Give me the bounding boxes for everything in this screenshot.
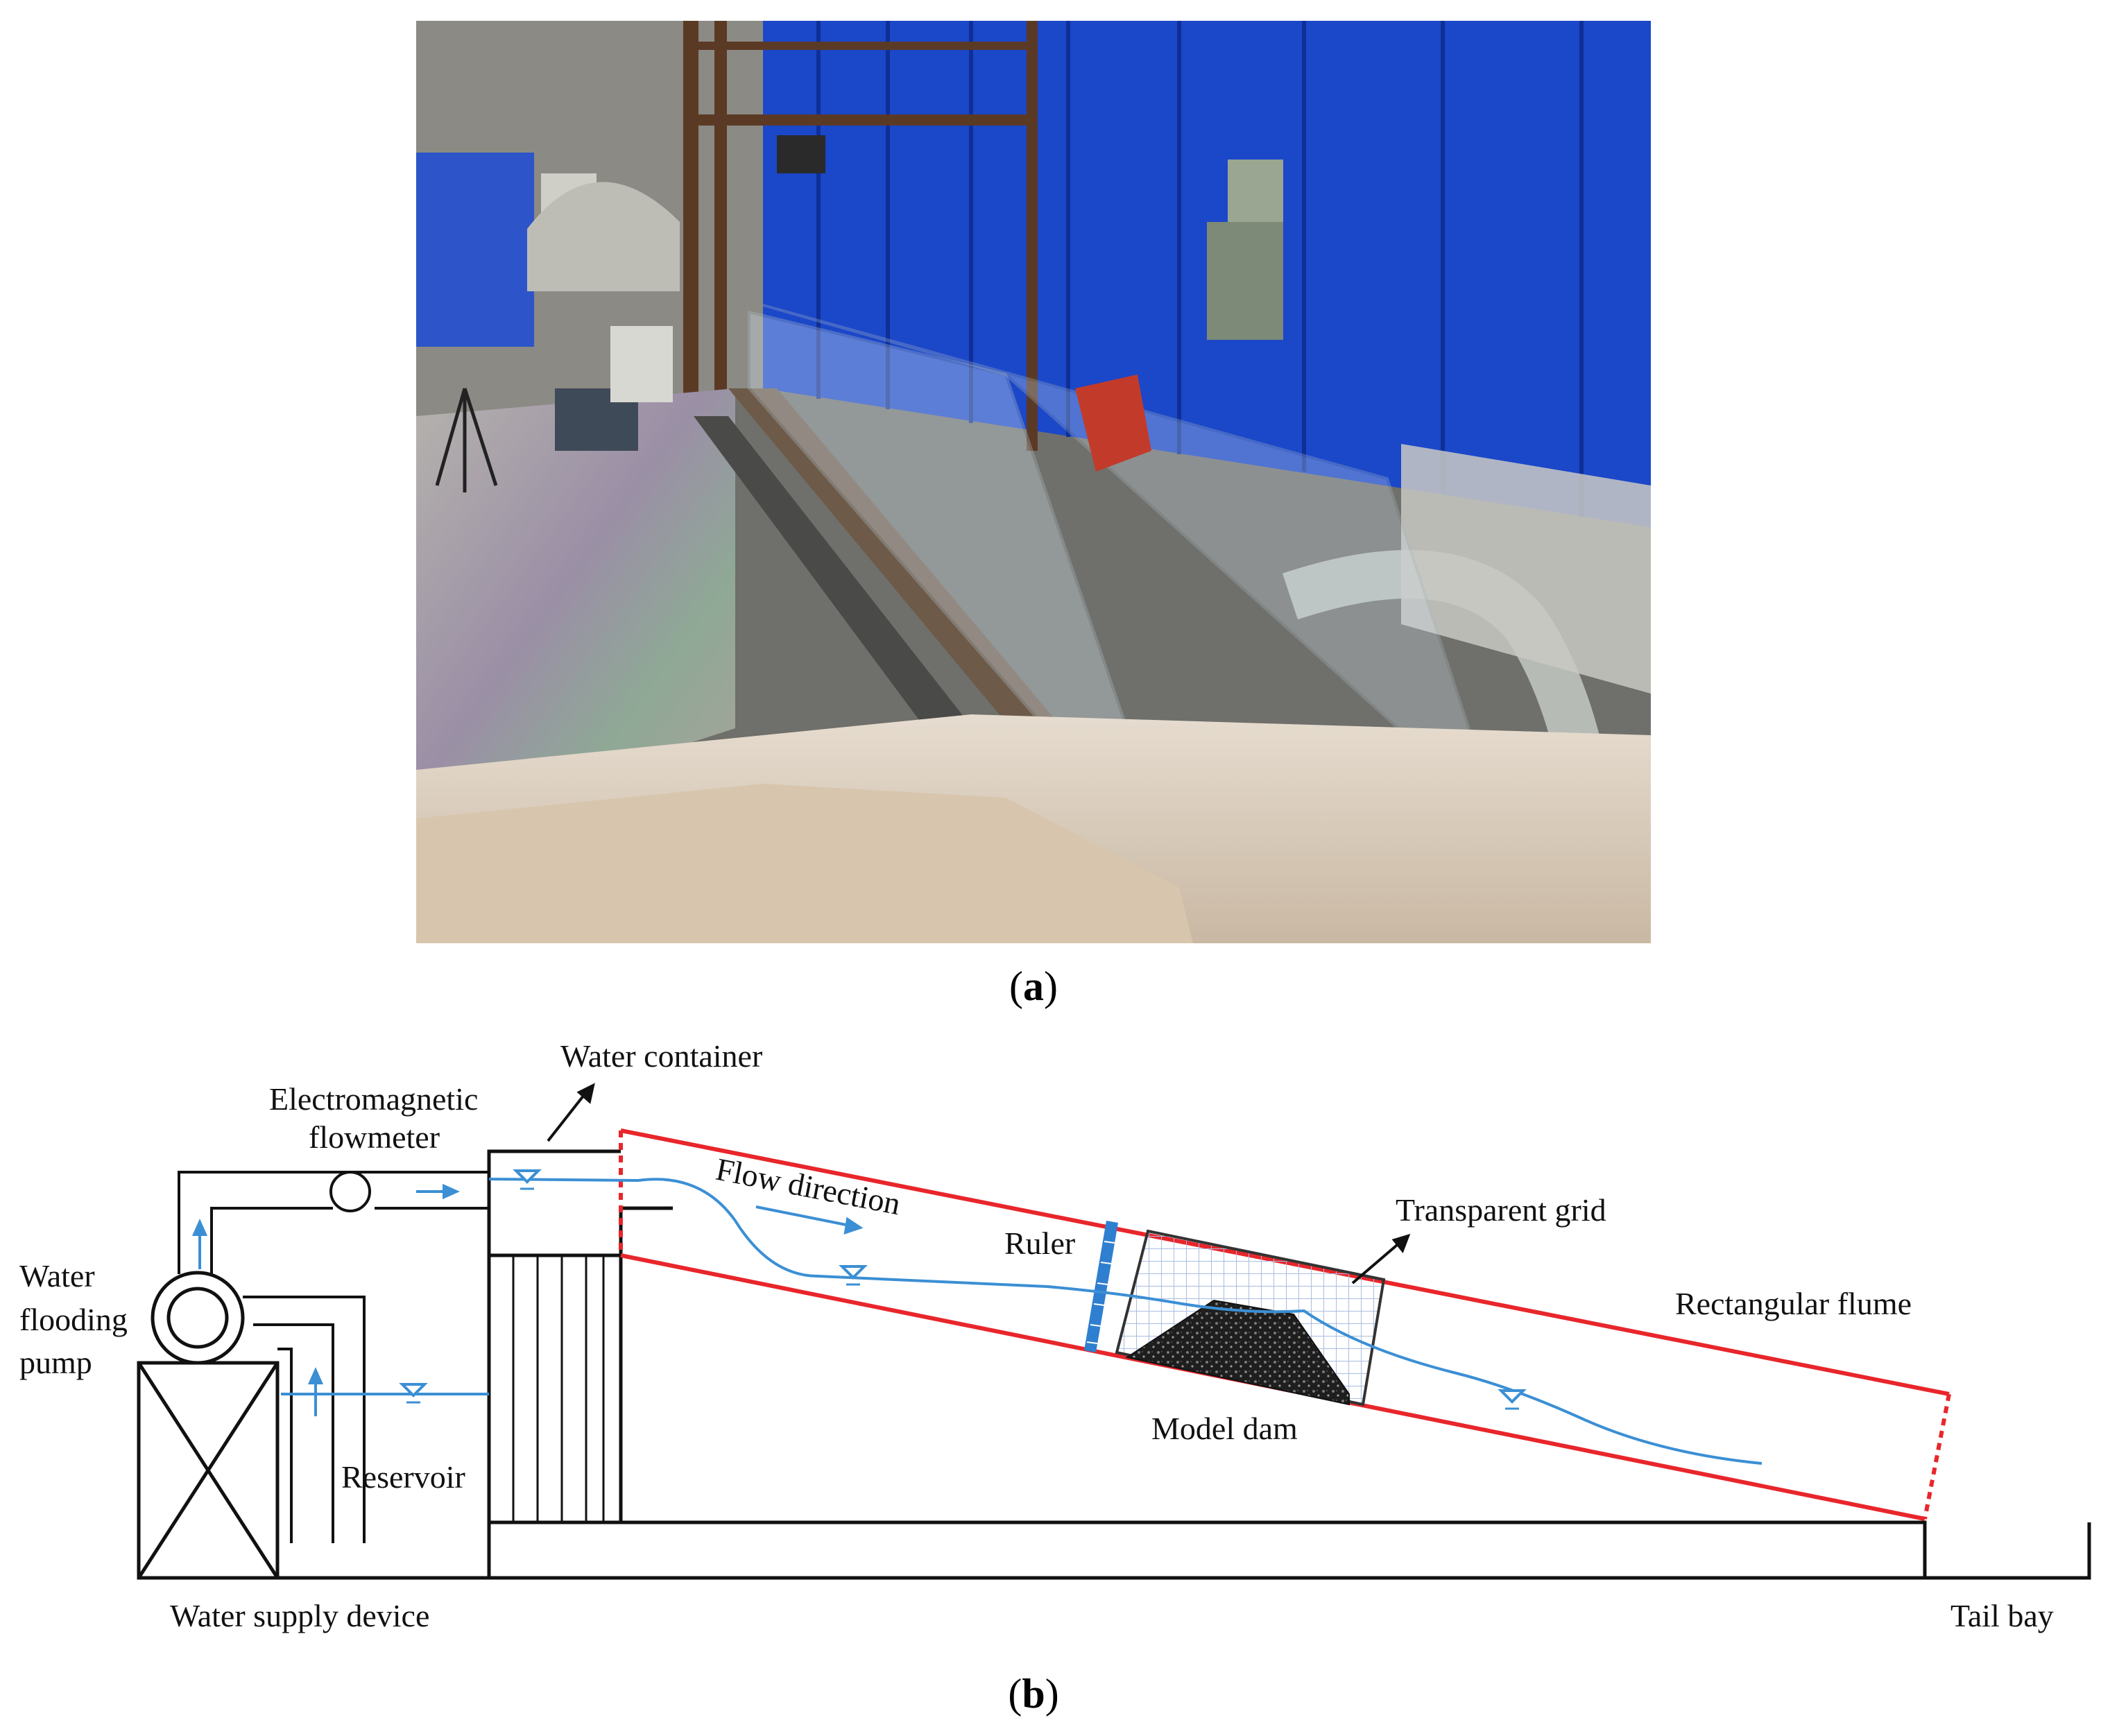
panel-b-label: (b) <box>1008 1671 1058 1717</box>
label-electromagnetic-flowmeter: Electromagnetic <box>269 1081 478 1117</box>
stilling-plates <box>512 1255 605 1522</box>
label-transparent-grid: Transparent grid <box>1396 1192 1606 1228</box>
schematic-panel-b: Water container Electromagnetic flowmete… <box>19 1038 2091 1633</box>
label-water-flooding-pump-2: flooding <box>19 1302 128 1337</box>
photo-left-blue-wall <box>416 153 534 347</box>
label-tail-bay: Tail bay <box>1950 1598 2054 1633</box>
electromagnetic-flowmeter <box>329 1171 371 1212</box>
water-container-structure <box>487 1149 673 1522</box>
water-supply-box <box>137 1361 280 1580</box>
label-rectangular-flume: Rectangular flume <box>1675 1286 1912 1321</box>
label-water-supply-device: Water supply device <box>170 1598 429 1633</box>
flow-arrows <box>191 1183 864 1416</box>
label-model-dam: Model dam <box>1151 1411 1298 1446</box>
water-level-markers <box>399 1169 1527 1404</box>
photo-electrical-box <box>1207 222 1283 340</box>
label-water-flooding-pump-3: pump <box>19 1345 92 1380</box>
model-dam <box>1125 1299 1350 1406</box>
photo-panel-a <box>416 21 1651 943</box>
panel-a-label: (a) <box>1009 963 1058 1009</box>
label-water-container: Water container <box>560 1038 762 1074</box>
photo-floor <box>416 388 735 832</box>
ruler <box>1084 1221 1118 1352</box>
supply-pipes <box>178 1171 489 1543</box>
water-flooding-pump <box>151 1271 245 1365</box>
label-flow-direction: Flow direction <box>713 1151 903 1222</box>
label-ruler: Ruler <box>1004 1226 1075 1261</box>
ground-line <box>139 1520 2091 1580</box>
label-water-flooding-pump: Water <box>19 1258 95 1294</box>
label-reservoir: Reservoir <box>341 1459 465 1495</box>
label-electromagnetic-flowmeter-2: flowmeter <box>309 1119 440 1155</box>
label-pointers <box>547 1083 1411 1284</box>
